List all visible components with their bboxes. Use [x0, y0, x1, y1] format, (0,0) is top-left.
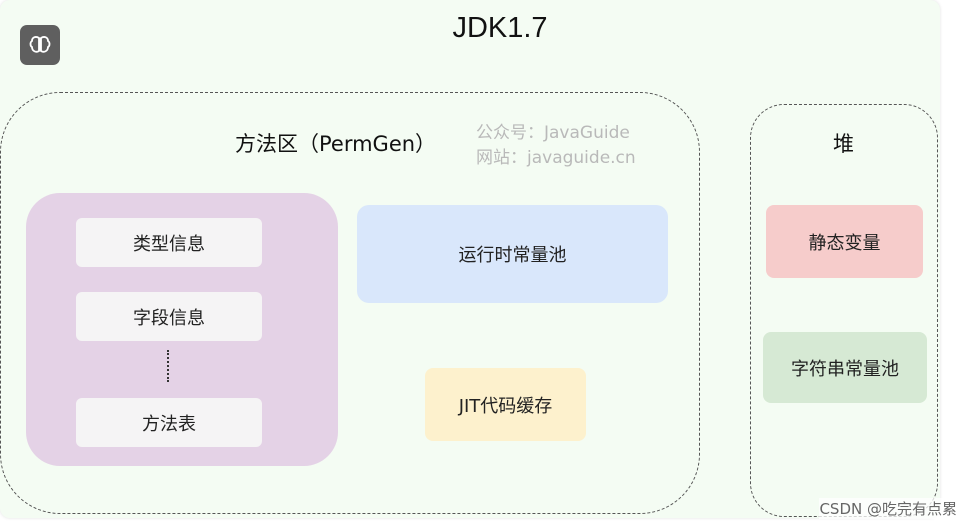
jit-cache-box: JIT代码缓存 [425, 368, 586, 441]
runtime-constant-pool-box: 运行时常量池 [357, 205, 668, 303]
footer-watermark: CSDN @吃完有点累 [819, 498, 957, 519]
diagram-title: JDK1.7 [452, 12, 548, 44]
brain-icon[interactable] [20, 25, 60, 65]
class-info-item-method-table: 方法表 [76, 398, 262, 447]
static-variables-box: 静态变量 [766, 205, 923, 278]
method-area-region [0, 92, 700, 514]
method-area-title: 方法区（PermGen） [235, 132, 437, 156]
heap-region [750, 104, 938, 517]
class-info-item-type: 类型信息 [76, 218, 262, 267]
ellipsis-dots [167, 350, 169, 382]
watermark: 公众号：JavaGuide 网站：javaguide.cn [476, 121, 636, 171]
heap-title: 堆 [833, 132, 854, 156]
watermark-line-1: 公众号：JavaGuide [476, 123, 630, 143]
diagram-canvas: JDK1.7 方法区（PermGen） 公众号：JavaGuide 网站：jav… [0, 0, 940, 518]
watermark-line-2: 网站：javaguide.cn [476, 148, 636, 168]
string-constant-pool-box: 字符串常量池 [763, 332, 927, 403]
class-info-item-field: 字段信息 [76, 292, 262, 341]
